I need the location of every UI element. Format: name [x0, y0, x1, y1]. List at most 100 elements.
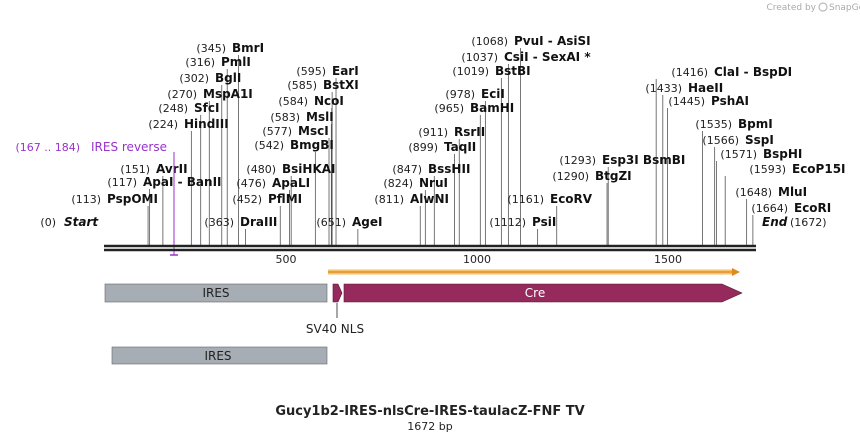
site-lines — [147, 48, 754, 246]
primer-position: (167 .. 184) — [15, 141, 80, 154]
site-name: CsiI - SexAI * — [504, 50, 591, 64]
site-position: (542) — [254, 139, 284, 152]
site-position: (363) — [204, 216, 234, 229]
site-name: BspHI — [763, 147, 802, 161]
restriction-site[interactable]: (1648)MluI — [735, 185, 807, 199]
site-position: (224) — [148, 118, 178, 131]
site-position: (1161) — [507, 193, 544, 206]
map-length: 1672 bp — [407, 420, 452, 433]
site-position: (1445) — [668, 95, 705, 108]
site-position: (965) — [434, 102, 464, 115]
site-name: SspI — [745, 133, 774, 147]
site-position: (480) — [246, 163, 276, 176]
site-position: (345) — [196, 42, 226, 55]
restriction-site[interactable]: (1571) BspHI — [720, 147, 802, 161]
restriction-site[interactable]: (542)BmgBI — [254, 138, 333, 152]
restriction-site[interactable]: (1593)EcoP15I — [749, 162, 845, 176]
primer-name: IRES reverse — [91, 140, 167, 154]
feature-ires-1[interactable]: IRES — [104, 283, 328, 303]
restriction-site[interactable]: (585)BstXI — [287, 78, 358, 92]
restriction-site[interactable]: (151) AvrII — [120, 162, 187, 176]
restriction-site[interactable]: (270)MspA1I — [167, 87, 252, 101]
restriction-site[interactable]: (113)PspOMI — [71, 192, 158, 206]
restriction-site[interactable]: (1566)SspI — [702, 133, 773, 147]
restriction-site[interactable]: (452)PflMI — [232, 192, 302, 206]
restriction-site[interactable]: (248)SfcI — [158, 101, 219, 115]
site-name: AgeI — [352, 215, 382, 229]
restriction-site[interactable]: (224) HindIII — [148, 117, 228, 131]
site-name: HaeII — [688, 81, 723, 95]
restriction-site[interactable]: (965)BamHI — [434, 101, 514, 115]
restriction-site[interactable]: (899)TaqII — [408, 140, 476, 154]
snapgene-brand: SnapGene — [829, 3, 860, 13]
restriction-site[interactable]: (1445) PshAI — [668, 94, 749, 108]
start-label: Start — [64, 215, 99, 229]
restriction-site[interactable]: (1433)HaeII — [645, 81, 723, 95]
site-position: (151) — [120, 163, 150, 176]
primer-ires-reverse[interactable]: (167 .. 184) IRES reverse — [15, 140, 178, 256]
site-name: PvuI - AsiSI — [514, 34, 591, 48]
restriction-site[interactable]: (1019)BstBI — [452, 64, 530, 78]
restriction-site[interactable]: (583)MslI — [270, 110, 333, 124]
end-label: End — [762, 215, 788, 229]
restriction-site[interactable]: (363)DraIII — [204, 215, 277, 229]
site-name: EciI — [481, 87, 505, 101]
restriction-site[interactable]: (1112)PsiI — [489, 215, 556, 229]
site-name: EcoP15I — [792, 162, 846, 176]
feature-ires-2[interactable]: IRES — [111, 346, 328, 365]
site-position: (824) — [383, 177, 413, 190]
restriction-site[interactable]: (595)EarI — [296, 64, 358, 78]
orf-arrow[interactable] — [328, 268, 740, 276]
site-position: (113) — [71, 193, 101, 206]
restriction-site[interactable]: (345)BmrI — [196, 41, 264, 55]
end-position: (1672) — [790, 216, 827, 229]
site-name: HindIII — [184, 117, 229, 131]
restriction-site[interactable]: (1416)ClaI - BspDI — [671, 65, 792, 79]
site-name: MscI — [298, 124, 329, 138]
restriction-site[interactable]: (577)MscI — [262, 124, 328, 138]
site-position: (117) — [107, 176, 137, 189]
restriction-site[interactable]: (1535)BpmI — [695, 117, 772, 131]
site-position: (452) — [232, 193, 262, 206]
restriction-site[interactable]: (316)PmlI — [185, 55, 250, 69]
restriction-site[interactable]: (1664)EcoRI — [751, 201, 831, 215]
site-name: BstXI — [323, 78, 359, 92]
restriction-site[interactable]: (978) EciI — [445, 87, 504, 101]
restriction-site[interactable]: (584)NcoI — [278, 94, 343, 108]
restriction-site[interactable]: (1293)Esp3I BsmBI — [559, 153, 685, 167]
site-position: (847) — [392, 163, 422, 176]
restriction-site[interactable]: (117)ApaI - BanII — [107, 175, 221, 189]
restriction-site[interactable]: (1161)EcoRV — [507, 192, 592, 206]
site-name: ClaI - BspDI — [714, 65, 792, 79]
site-name: AvrII — [156, 162, 188, 176]
restriction-site[interactable]: (811) AlwNI — [374, 192, 449, 206]
restriction-site[interactable]: (911)RsrII — [418, 125, 485, 139]
site-name: BtgZI — [595, 169, 632, 183]
restriction-site[interactable]: (847)BssHII — [392, 162, 470, 176]
feature-cre[interactable]: Cre — [343, 283, 743, 303]
sequence-backbone[interactable] — [104, 244, 756, 252]
feature-sv40-nls[interactable]: SV40 NLS — [306, 283, 364, 336]
restriction-site[interactable]: (1290)BtgZI — [552, 169, 631, 183]
site-position: (1648) — [735, 186, 772, 199]
restriction-site[interactable]: (824)NruI — [383, 176, 448, 190]
site-position: (651) — [316, 216, 346, 229]
site-name: AlwNI — [410, 192, 449, 206]
restriction-site[interactable]: (1068)PvuI - AsiSI — [471, 34, 590, 48]
site-name: PshAI — [711, 94, 749, 108]
site-position: (1571) — [720, 148, 757, 161]
site-position: (1112) — [489, 216, 526, 229]
restriction-site[interactable]: (302)BglI — [179, 71, 241, 85]
restriction-site[interactable]: (1037)CsiI - SexAI * — [461, 50, 591, 64]
site-name: RsrII — [454, 125, 485, 139]
site-position: (248) — [158, 102, 188, 115]
site-position: (811) — [374, 193, 404, 206]
restriction-site[interactable]: (651) AgeI — [316, 215, 382, 229]
snapgene-logo: SnapGene — [818, 2, 860, 13]
site-name: BpmI — [738, 117, 773, 131]
restriction-site[interactable]: (476)ApaLI — [236, 176, 310, 190]
tick-1500: 1500 — [654, 253, 682, 266]
restriction-site[interactable]: (480)BsiHKAI — [246, 162, 335, 176]
site-position: (978) — [445, 88, 475, 101]
